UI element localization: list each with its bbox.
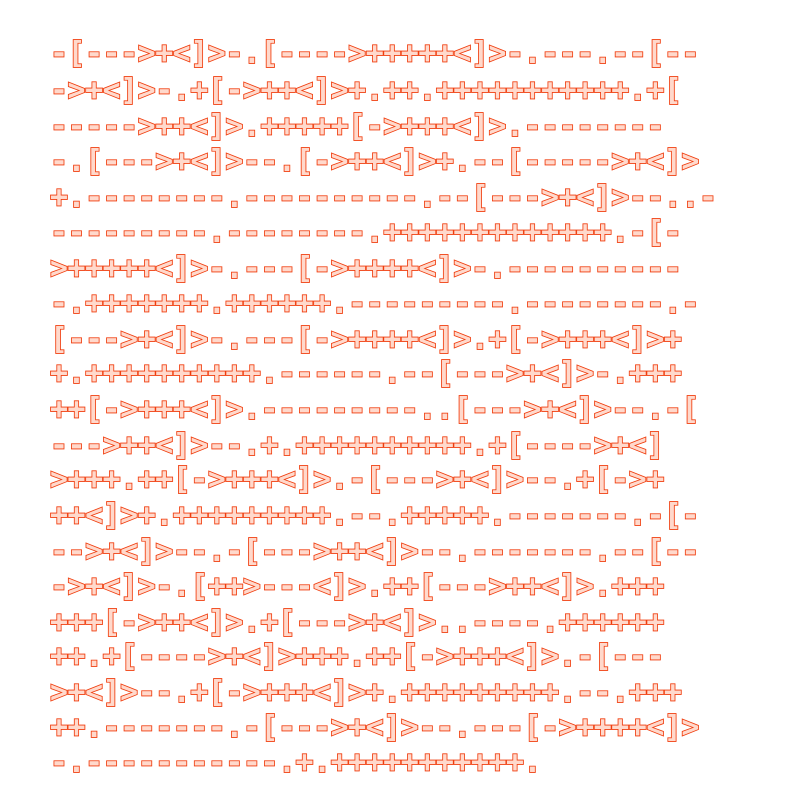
code-line: >+<]>--.+[->+++<]>+.+++++++++.--.+++ <box>49 674 683 711</box>
code-line: [--->+<]>-.---[->++++<]>.+[->+++<]>+ <box>49 321 683 358</box>
code-line: >+++.++[->+++<]>.-[--->+<]>--.+[->+ <box>49 461 665 498</box>
code-line: ++<]>+.+++++++++.--.+++++.-------.-[- <box>49 497 700 534</box>
code-line: >+++++<]>-.---[->++++<]>-.---------- <box>49 250 683 287</box>
code-line: ++.+[---->+<]>+++.++[->+++<]>.-[--- <box>49 638 665 675</box>
code-line: ---------.--------.+++++++++++++.-[- <box>49 214 683 251</box>
code-line: ----->++<]>.+++++[->+++<]>.-------- <box>49 108 665 145</box>
code-line: +.++++++++++.------.--[--->+<]>-.+++ <box>49 355 683 392</box>
code-line: ++[->+++<]>.---------..[--->+<]>--.-[ <box>49 391 700 428</box>
code-line: -.+++++++.++++++.---------.--------.- <box>49 285 700 322</box>
code-line: --->++<]>--.+.++++++++++.+[---->+<] <box>49 427 665 464</box>
code-line: -.[--->+<]>--.[->++<]>+.--[----->+<]> <box>49 143 700 180</box>
code-line: ->+<]>-.[++>---<]>.++[--->++<]>.+++ <box>49 568 665 605</box>
code-line: ->+<]>-.+[->++<]>+.++.+++++++++++.+[ <box>49 72 683 109</box>
code-line: +++[->++<]>.+[--->+<]>..----.++++++ <box>49 604 665 641</box>
code-line: ++.-------.-[--->+<]>--.---[->++++<]> <box>49 709 700 746</box>
code-line: -->+<]>--.-[--->++<]>--.-------.--[-- <box>49 533 700 570</box>
code-line: -[--->+<]>-.[---->+++++<]>-.---.--[-- <box>49 35 700 72</box>
code-line: +.--------.----------.--[--->+<]>--..- <box>49 179 718 216</box>
code-line: -.-----------.+.+++++++++++. <box>49 744 542 781</box>
